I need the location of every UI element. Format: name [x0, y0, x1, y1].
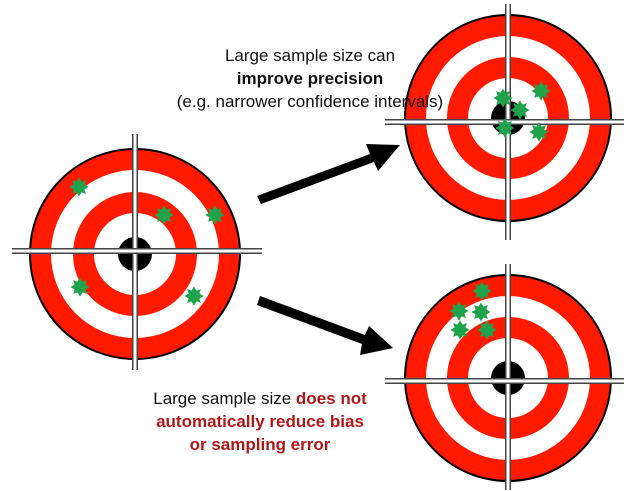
- caption-bias-line2: automatically reduce bias: [156, 412, 364, 431]
- caption-bias-highlight: does not: [295, 389, 367, 408]
- hit-icon: [154, 205, 174, 225]
- right-arrow-icon: [257, 144, 400, 204]
- caption-precision-line3: (e.g. narrower confidence intervals): [176, 92, 444, 111]
- hit-icon: [477, 320, 497, 340]
- caption-bias-line3: or sampling error: [189, 435, 331, 454]
- caption-precision-line1: Large sample size can: [224, 46, 396, 65]
- hit-icon: [493, 88, 513, 108]
- right-arrow-icon: [257, 296, 393, 355]
- caption-bias: Large sample size does not automatically…: [110, 387, 410, 456]
- hit-icon: [529, 122, 549, 142]
- caption-bias-line1: Large sample size does not: [110, 387, 410, 410]
- caption-precision: Large sample size can improve precision …: [150, 44, 470, 113]
- target-top-right: [385, 4, 624, 240]
- hit-icon: [531, 81, 551, 101]
- hit-icon: [449, 301, 469, 321]
- target-left: [12, 134, 262, 370]
- hit-icon: [69, 177, 89, 197]
- hit-icon: [510, 100, 530, 120]
- hit-icon: [450, 320, 470, 340]
- hit-icon: [70, 277, 90, 297]
- hit-icon: [495, 118, 515, 138]
- hit-icon: [472, 281, 492, 301]
- caption-precision-line2: improve precision: [236, 69, 384, 88]
- caption-bias-line1-plain: Large sample size: [153, 389, 296, 408]
- hit-icon: [471, 302, 491, 322]
- hit-icon: [205, 205, 225, 225]
- hit-icon: [184, 286, 204, 306]
- target-bottom-right: [385, 264, 624, 490]
